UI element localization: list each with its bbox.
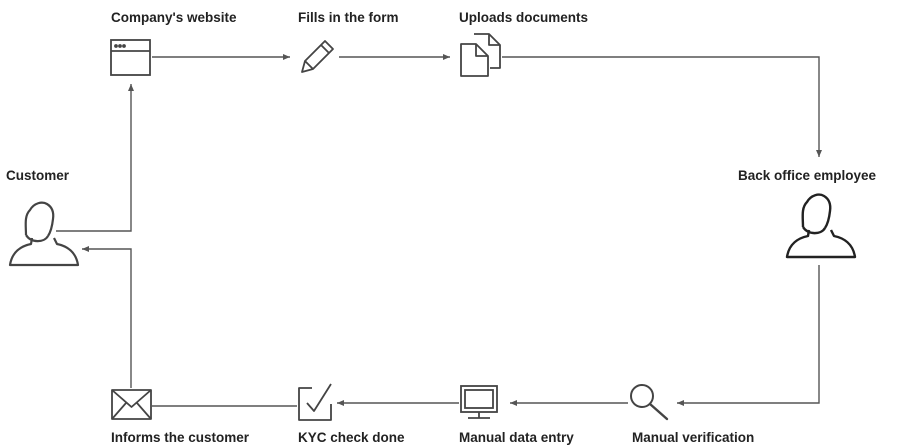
- arrow-documents-to-backoffice: [502, 56, 822, 157]
- label-customer: Customer: [6, 168, 70, 183]
- label-kyc-check-done: KYC check done: [298, 430, 405, 445]
- label-informs-customer: Informs the customer: [111, 430, 250, 445]
- label-company-website: Company's website: [111, 10, 237, 25]
- label-manual-data-entry: Manual data entry: [459, 430, 574, 445]
- magnifier-icon: [630, 384, 669, 421]
- arrow-customer-to-website: [56, 84, 134, 232]
- checkbox-icon: [298, 383, 332, 421]
- label-manual-verification: Manual verification: [632, 430, 755, 445]
- label-uploads-documents: Uploads documents: [459, 10, 589, 25]
- pencil-icon: [301, 40, 334, 73]
- arrow-backoffice-to-verification: [677, 265, 820, 406]
- customer-person-icon: [8, 201, 80, 267]
- documents-icon: [460, 33, 501, 77]
- back-office-person-icon: [785, 193, 857, 259]
- monitor-icon: [460, 385, 498, 419]
- envelope-icon: [111, 389, 152, 420]
- label-fills-form: Fills in the form: [298, 10, 399, 25]
- arrow-inform-to-customer: [82, 246, 132, 388]
- label-back-office-employee: Back office employee: [738, 168, 877, 183]
- browser-window-icon: [110, 39, 151, 76]
